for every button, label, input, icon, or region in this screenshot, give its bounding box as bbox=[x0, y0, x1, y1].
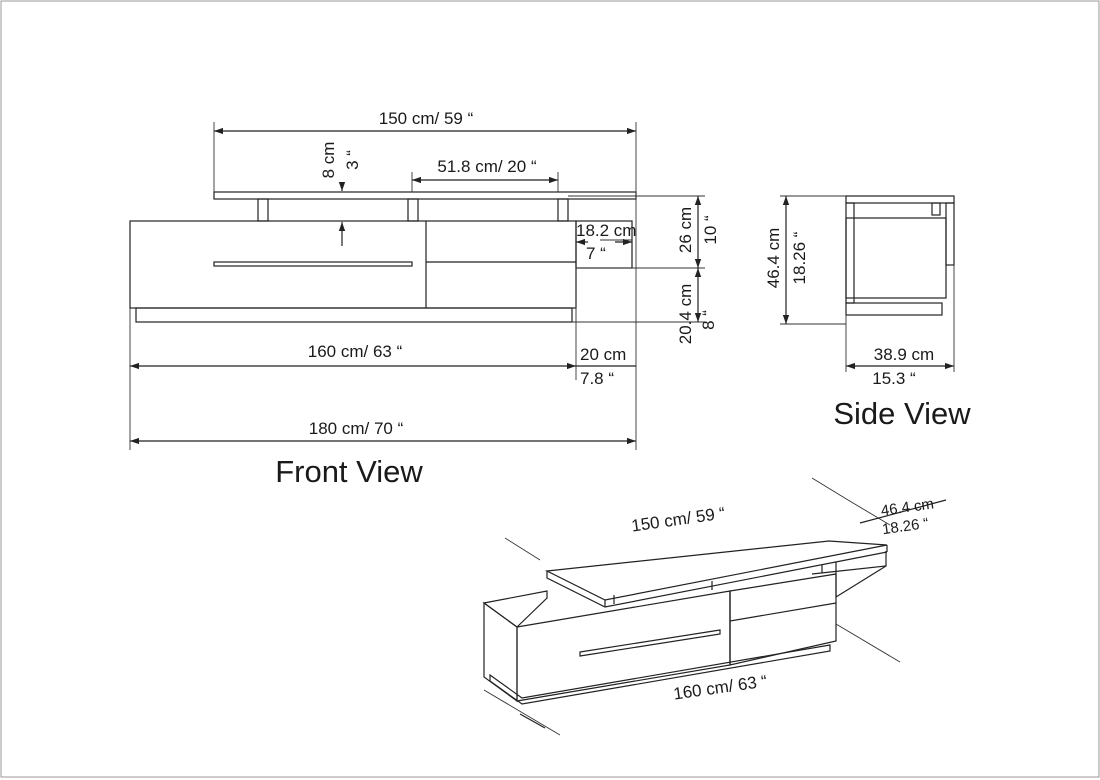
isometric-drawing bbox=[482, 477, 901, 736]
dim-iso-top-width: 150 cm/ 59 “ bbox=[630, 504, 727, 536]
dim-top-width: 150 cm/ 59 “ bbox=[379, 109, 474, 128]
dim-upper-height-cm: 26 cm bbox=[676, 207, 695, 253]
dim-top-height-in: 3 “ bbox=[343, 150, 362, 170]
dim-side-depth-cm: 38.9 cm bbox=[874, 345, 934, 364]
dim-total-width: 180 cm/ 70 “ bbox=[309, 419, 404, 438]
dim-iso-body-width: 160 cm/ 63 “ bbox=[672, 672, 769, 704]
side-dimension-lines bbox=[782, 196, 954, 370]
side-view: 46.4 cm 18.26 “ 38.9 cm 15.3 “ Side View bbox=[764, 195, 971, 431]
front-dimension-lines bbox=[130, 127, 702, 445]
dim-extension-cm: 20 cm bbox=[580, 345, 626, 364]
front-view-title: Front View bbox=[275, 454, 423, 489]
dim-upper-height-in: 10 “ bbox=[701, 215, 720, 245]
dim-overhang-cm: 18.2 cm bbox=[576, 221, 636, 240]
dim-lower-height-cm: 20.4 cm bbox=[676, 284, 695, 344]
dim-side-height-cm: 46.4 cm bbox=[764, 228, 783, 288]
dim-side-height-in: 18.26 “ bbox=[790, 231, 809, 284]
iso-dimension-lines bbox=[519, 499, 947, 729]
front-view: 150 cm/ 59 “ 8 cm 3 “ 51.8 cm/ 20 “ 18.2… bbox=[129, 109, 720, 489]
isometric-view: 150 cm/ 59 “ 46.4 cm 18.26 “ 160 cm/ 63 … bbox=[482, 477, 947, 736]
dim-side-depth-in: 15.3 “ bbox=[872, 369, 916, 388]
dim-top-height-cm: 8 cm bbox=[319, 142, 338, 179]
dim-iso-height-in: 18.26 “ bbox=[881, 515, 930, 538]
dim-lower-height-in: 8 “ bbox=[699, 310, 718, 330]
dim-shelf-width: 51.8 cm/ 20 “ bbox=[437, 157, 537, 176]
front-view-drawing bbox=[129, 122, 705, 450]
side-view-drawing bbox=[780, 195, 955, 372]
dim-extension-in: 7.8 “ bbox=[580, 369, 614, 388]
dim-overhang-in: 7 “ bbox=[586, 244, 606, 263]
dim-body-width: 160 cm/ 63 “ bbox=[308, 342, 403, 361]
side-view-title: Side View bbox=[833, 396, 971, 431]
